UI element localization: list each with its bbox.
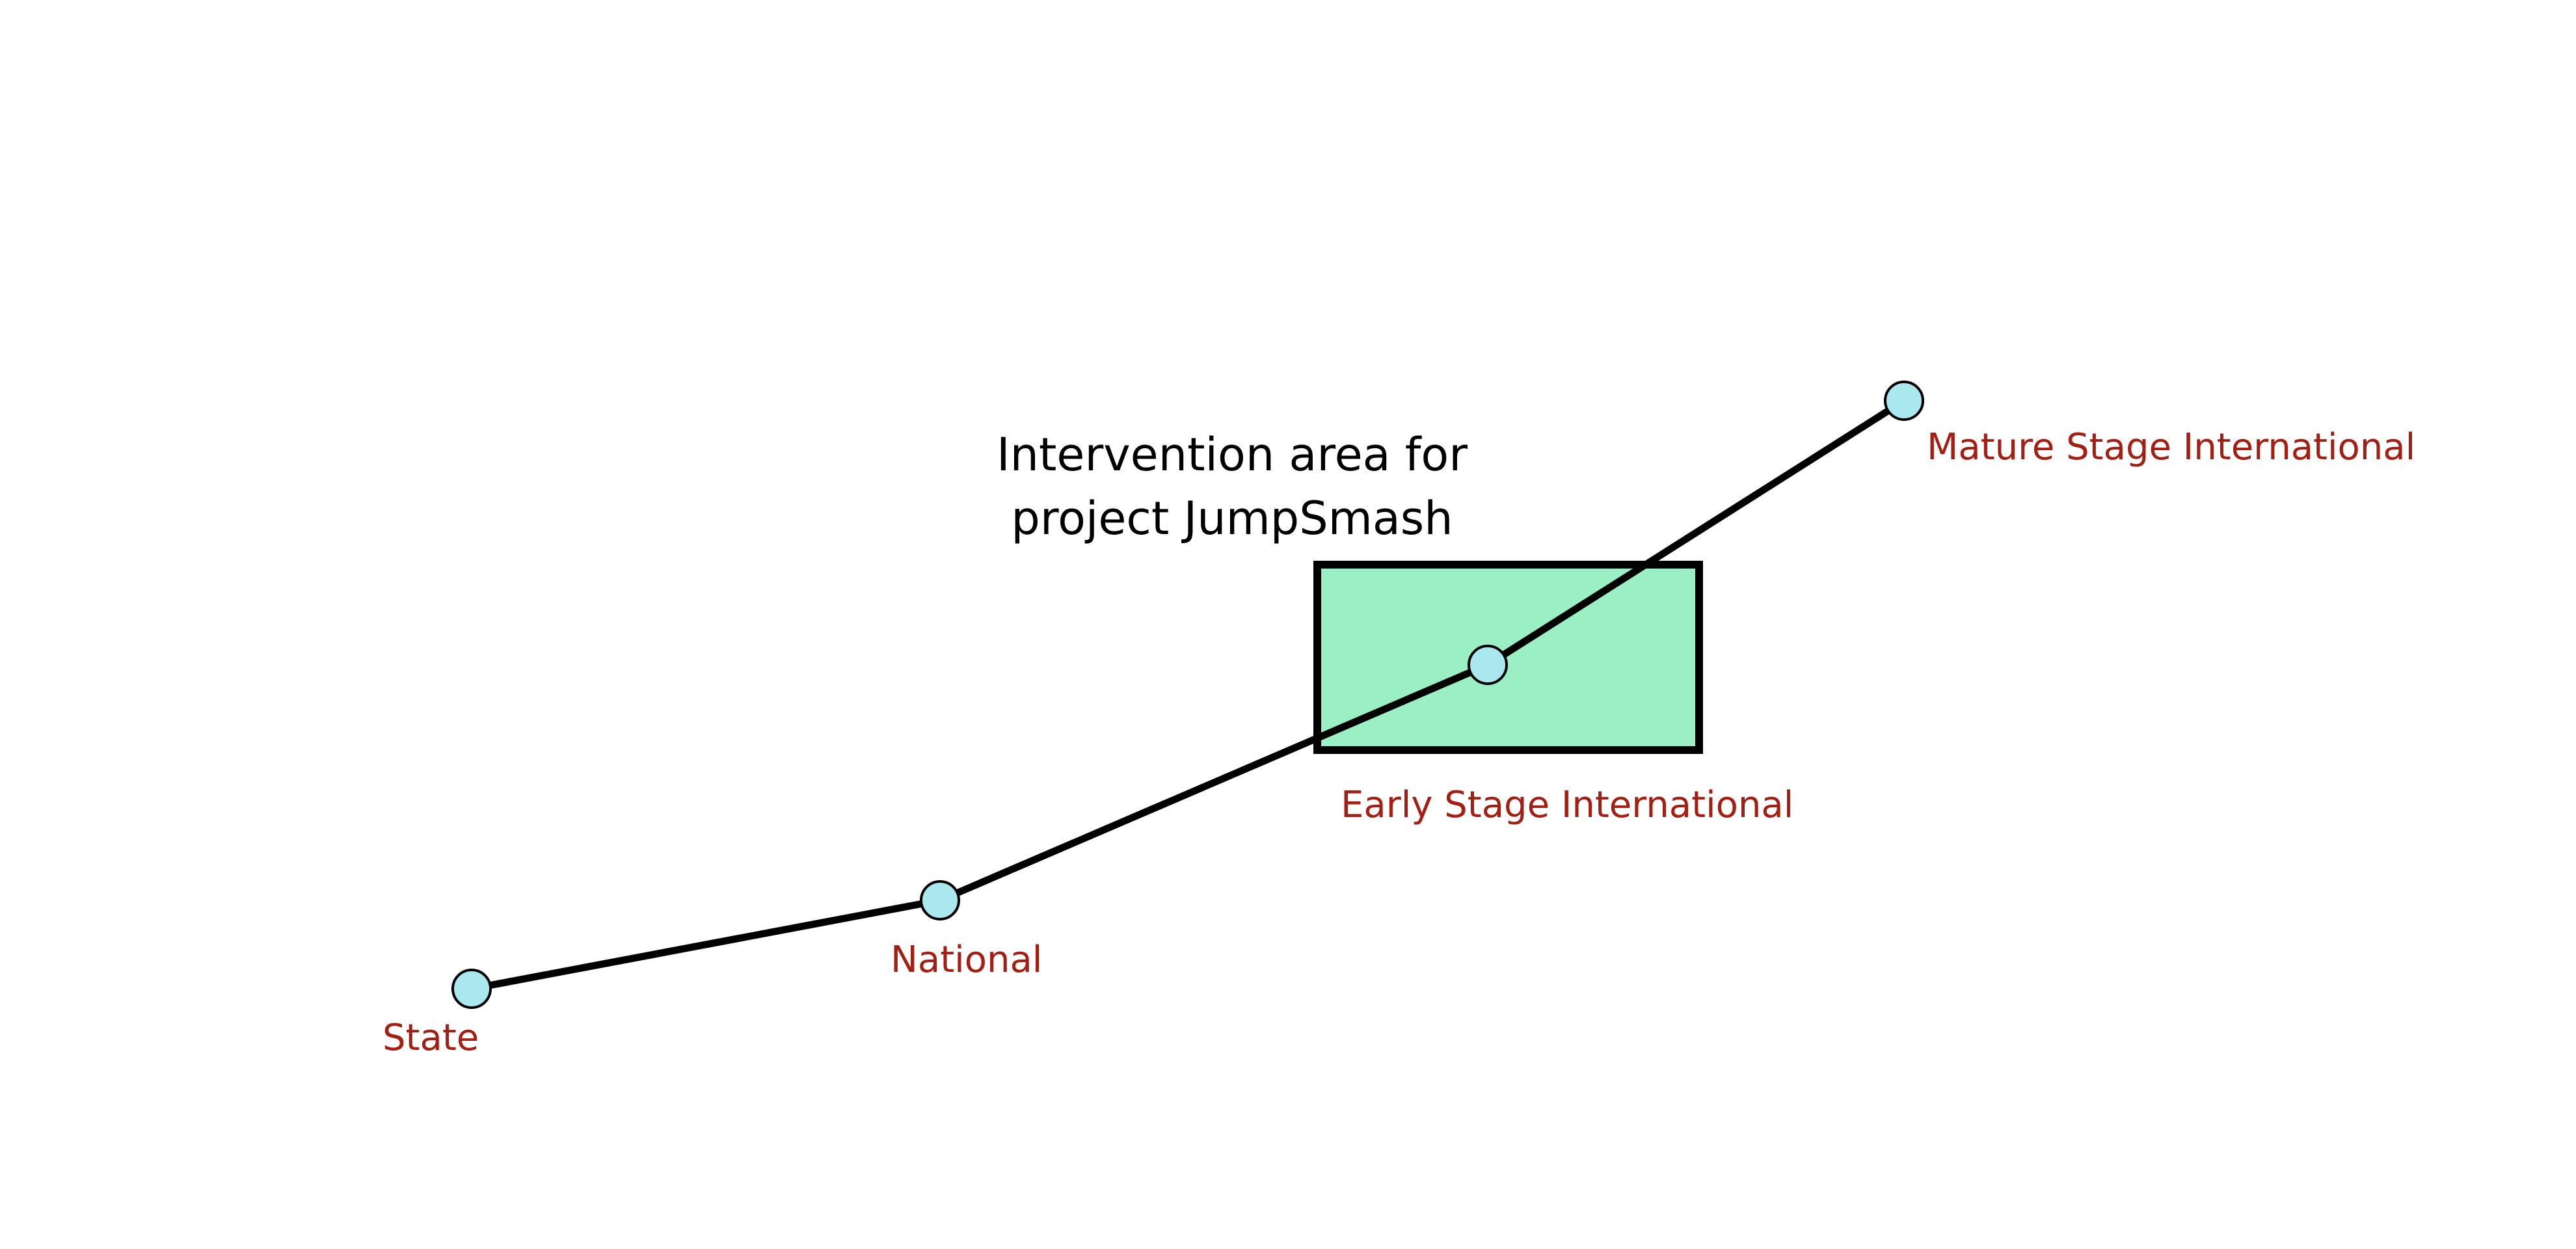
label-state: State [382,1017,479,1059]
node-national [920,880,960,920]
intervention-area-box [1313,561,1703,754]
node-early-stage-international [1468,645,1508,685]
title-line-1: Intervention area for [996,428,1468,481]
node-mature-stage-international [1884,381,1924,421]
label-national: National [891,939,1043,981]
label-early-stage-international: Early Stage International [1341,784,1794,826]
growth-path-line [470,397,1906,993]
label-mature-stage-international: Mature Stage International [1927,426,2416,468]
intervention-area-title: Intervention area for project JumpSmash [907,423,1557,550]
title-line-2: project JumpSmash [1011,492,1453,545]
node-state [451,969,492,1009]
